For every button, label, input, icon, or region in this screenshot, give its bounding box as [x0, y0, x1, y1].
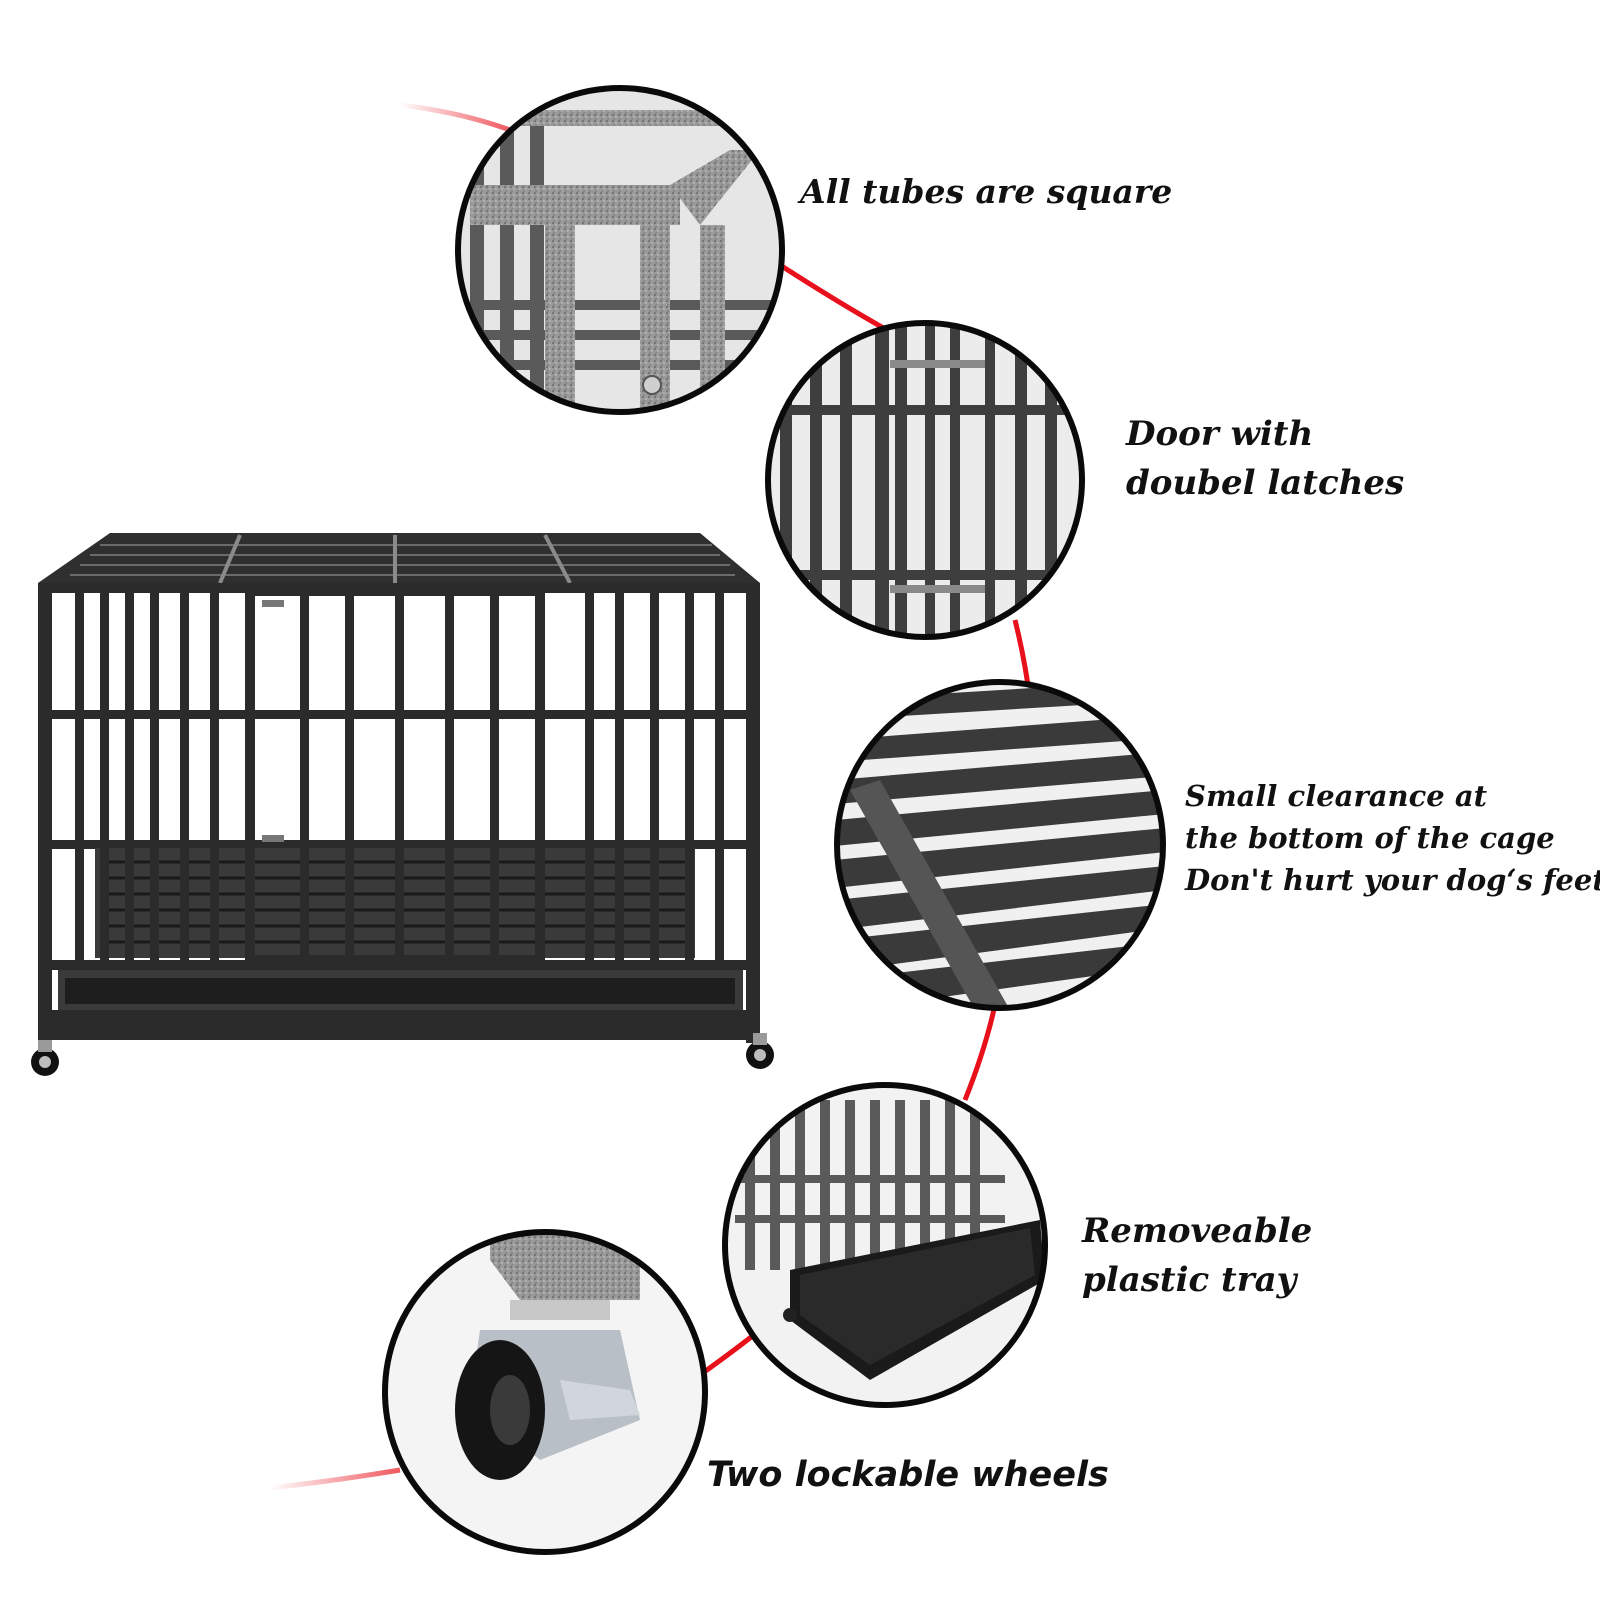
caption-line: doubel latches	[1126, 463, 1405, 504]
caption-line: Removeable	[1082, 1211, 1313, 1251]
caption-line: the bottom of the cage	[1185, 821, 1555, 856]
caption-square-tubes: All tubes are square	[800, 168, 1172, 216]
caption-line: All tubes are square	[800, 172, 1173, 211]
caption-lockable-wheels: Two lockable wheels	[707, 1450, 1109, 1501]
caption-line: Door with	[1126, 414, 1314, 454]
caption-removable-tray: Removeable plastic tray	[1082, 1207, 1312, 1306]
crate-main-image	[31, 533, 774, 1076]
detail-circle-tubes	[455, 85, 785, 415]
caption-door-latches: Door with doubel latches	[1126, 410, 1404, 509]
caption-line: Don't hurt your dog‘s feet	[1185, 863, 1600, 898]
detail-circle-floor	[834, 679, 1166, 1011]
caption-line: Two lockable wheels	[707, 1455, 1109, 1495]
caption-line: Small clearance at	[1185, 779, 1488, 813]
caption-floor-clearance: Small clearance at the bottom of the cag…	[1185, 775, 1600, 901]
detail-circle-tray	[722, 1082, 1048, 1408]
detail-circle-wheel	[382, 1229, 708, 1555]
caption-line: plastic tray	[1082, 1260, 1297, 1301]
detail-circle-door	[765, 320, 1085, 640]
